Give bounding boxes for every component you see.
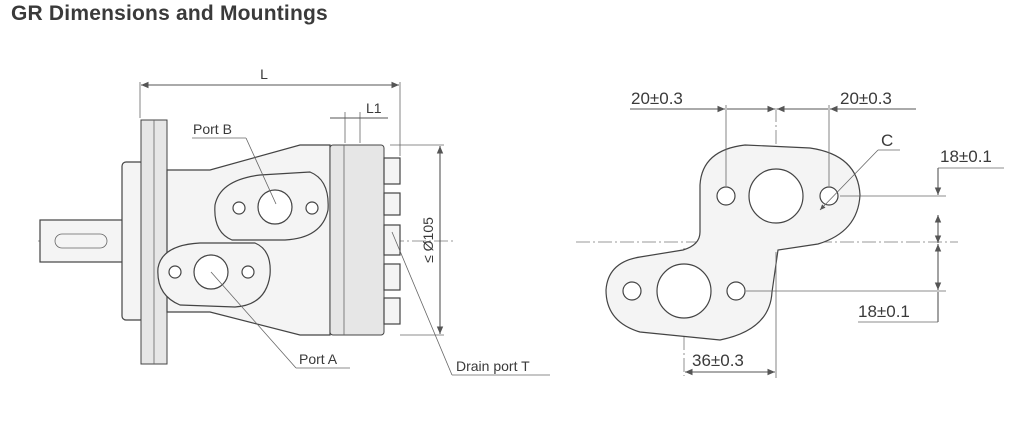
lower-port-bolt-right bbox=[726, 281, 746, 301]
lower-port-hole bbox=[656, 263, 712, 319]
upper-port-hole bbox=[748, 168, 804, 224]
port-b-bolt-left bbox=[232, 201, 246, 215]
port-b-label: Port B bbox=[193, 121, 232, 137]
end-view: 20±0.3 20±0.3 C 18±0.1 18±0.1 36±0.3 bbox=[576, 89, 1004, 378]
dim-right-lower-label: 18±0.1 bbox=[858, 302, 910, 321]
dim-L1-label: L1 bbox=[366, 100, 382, 116]
dim-L-label: L bbox=[260, 66, 268, 82]
port-flange-outline bbox=[605, 144, 861, 341]
port-b-leader bbox=[245, 137, 277, 205]
port-b-hole bbox=[257, 189, 293, 225]
port-a-label: Port A bbox=[299, 351, 338, 367]
port-b-bolt-right bbox=[305, 201, 319, 215]
upper-port-bolt-left bbox=[716, 186, 736, 206]
port-a-bolt-left bbox=[168, 265, 182, 279]
drain-port-leader bbox=[391, 231, 453, 376]
dim-dia-label: ≤ Ø105 bbox=[420, 217, 436, 263]
side-view: L L1 ≤ Ø105 Port B Port A Drain port T bbox=[38, 66, 550, 376]
callout-c-label: C bbox=[881, 131, 893, 150]
port-a-bolt-right bbox=[241, 265, 255, 279]
shaft-keyway bbox=[54, 233, 108, 249]
dim-top-left-label: 20±0.3 bbox=[631, 89, 683, 108]
page-title: GR Dimensions and Mountings bbox=[11, 2, 328, 25]
callout-c-leader bbox=[819, 149, 879, 211]
port-a-leader bbox=[210, 271, 297, 369]
dim-bottom-label: 36±0.3 bbox=[692, 351, 744, 370]
dim-right-upper-label: 18±0.1 bbox=[940, 147, 992, 166]
drain-port-label: Drain port T bbox=[456, 358, 530, 374]
end-cover-bolts bbox=[383, 157, 401, 325]
dim-top-right-label: 20±0.3 bbox=[840, 89, 892, 108]
end-cover bbox=[329, 144, 385, 336]
upper-port-bolt-right bbox=[819, 186, 839, 206]
lower-port-bolt-left bbox=[622, 281, 642, 301]
motor-shaft bbox=[39, 219, 125, 263]
